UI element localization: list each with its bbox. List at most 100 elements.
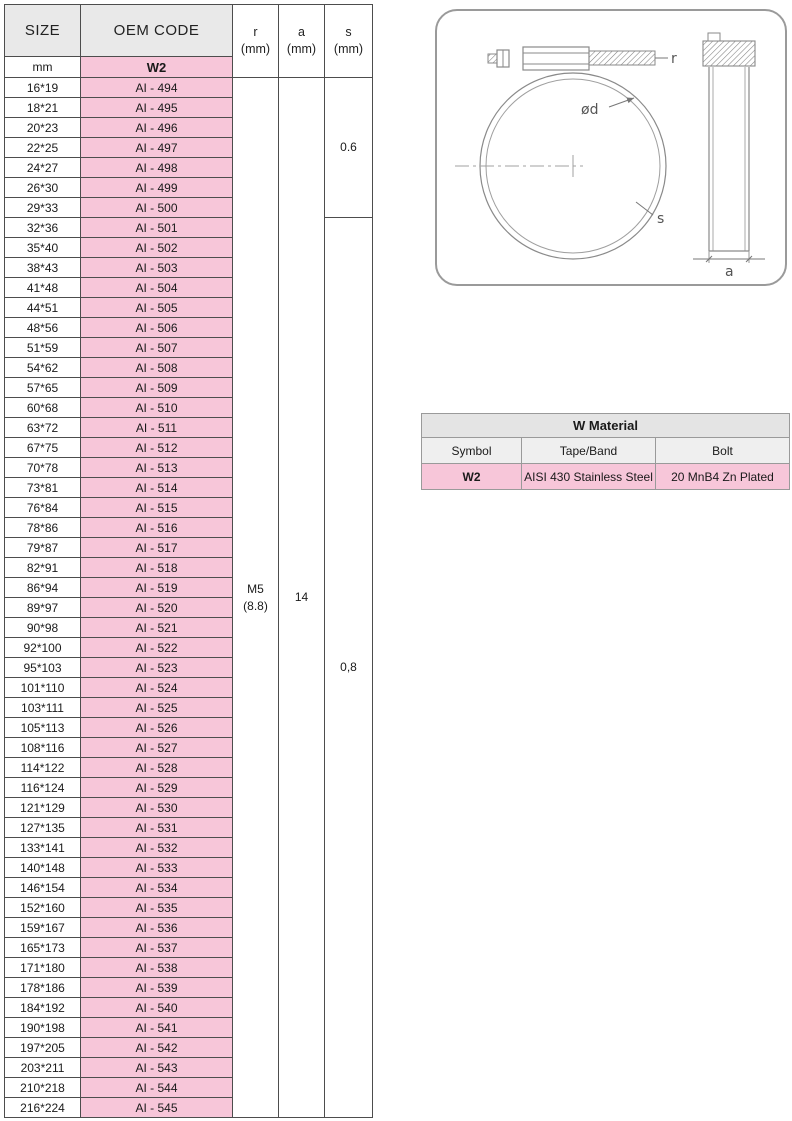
size-value: 210*218: [4, 1077, 81, 1098]
material-bolt-value: 20 MnB4 Zn Plated: [655, 463, 790, 490]
size-value: 18*21: [4, 97, 81, 118]
oem-code-value: AI - 522: [80, 637, 233, 658]
col-header-a-unit: (mm): [286, 42, 317, 56]
oem-code-value: AI - 526: [80, 717, 233, 738]
size-value: 103*111: [4, 697, 81, 718]
label-thickness: s: [657, 211, 664, 227]
bolt-thread: [588, 50, 656, 66]
size-value: 76*84: [4, 497, 81, 518]
oem-code-value: AI - 536: [80, 917, 233, 938]
oem-code-value: AI - 494: [80, 77, 233, 98]
material-header-row: Symbol Tape/Band Bolt: [421, 437, 790, 464]
oem-code-value: AI - 515: [80, 497, 233, 518]
oem-code-value: AI - 529: [80, 777, 233, 798]
s-value: 0.6: [324, 77, 373, 218]
oem-code-value: AI - 539: [80, 977, 233, 998]
size-value: 121*129: [4, 797, 81, 818]
screw-housing: [522, 46, 590, 71]
size-value: 92*100: [4, 637, 81, 658]
oem-code-value: AI - 533: [80, 857, 233, 878]
size-value: 95*103: [4, 657, 81, 678]
oem-code-value: AI - 524: [80, 677, 233, 698]
size-value: 203*211: [4, 1057, 81, 1078]
size-value: 60*68: [4, 397, 81, 418]
col-header-s-unit: (mm): [333, 42, 364, 56]
size-value: 146*154: [4, 877, 81, 898]
oem-code-value: AI - 508: [80, 357, 233, 378]
size-value: 108*116: [4, 737, 81, 758]
size-value: 101*110: [4, 677, 81, 698]
size-value: 165*173: [4, 937, 81, 958]
size-value: 67*75: [4, 437, 81, 458]
clamp-front-view: r ød s: [455, 46, 677, 260]
size-value: 41*48: [4, 277, 81, 298]
size-value: 57*65: [4, 377, 81, 398]
size-value: 133*141: [4, 837, 81, 858]
material-col-symbol: Symbol: [421, 437, 522, 464]
size-value: 159*167: [4, 917, 81, 938]
col-header-s: s (mm): [324, 4, 373, 78]
oem-code-value: AI - 538: [80, 957, 233, 978]
size-value: 171*180: [4, 957, 81, 978]
size-value: 48*56: [4, 317, 81, 338]
spec-unit-row: mm W2: [4, 56, 373, 78]
size-value: 51*59: [4, 337, 81, 358]
material-data-row: W2 AISI 430 Stainless Steel 20 MnB4 Zn P…: [421, 463, 790, 490]
col-header-size: SIZE: [4, 4, 81, 57]
spec-header-row: SIZE OEM CODE r(mm) a(mm) s(mm): [4, 4, 373, 78]
s-value: 0,8: [324, 217, 373, 1118]
size-value: 35*40: [4, 237, 81, 258]
oem-code-value: AI - 505: [80, 297, 233, 318]
oem-code-value: AI - 527: [80, 737, 233, 758]
col-header-s-symbol: s: [345, 25, 352, 40]
oem-code-value: AI - 506: [80, 317, 233, 338]
size-value: 44*51: [4, 297, 81, 318]
material-table-title: W Material: [421, 413, 790, 438]
oem-code-value: AI - 542: [80, 1037, 233, 1058]
size-value: 29*33: [4, 197, 81, 218]
material-col-tape-band: Tape/Band: [521, 437, 656, 464]
oem-code-value: AI - 511: [80, 417, 233, 438]
material-title-row: W Material: [421, 413, 790, 438]
oem-code-value: AI - 531: [80, 817, 233, 838]
size-value: 178*186: [4, 977, 81, 998]
oem-symbol-cell: W2: [80, 56, 233, 78]
oem-code-value: AI - 520: [80, 597, 233, 618]
oem-code-value: AI - 499: [80, 177, 233, 198]
r-value: M5(8.8): [232, 77, 279, 1118]
size-value: 78*86: [4, 517, 81, 538]
oem-code-value: AI - 507: [80, 337, 233, 358]
oem-code-value: AI - 501: [80, 217, 233, 238]
size-value: 54*62: [4, 357, 81, 378]
clamp-head-side: [702, 40, 756, 67]
oem-code-value: AI - 518: [80, 557, 233, 578]
size-value: 190*198: [4, 1017, 81, 1038]
a-value: 14: [278, 77, 325, 1118]
oem-code-value: AI - 503: [80, 257, 233, 278]
size-value: 26*30: [4, 177, 81, 198]
